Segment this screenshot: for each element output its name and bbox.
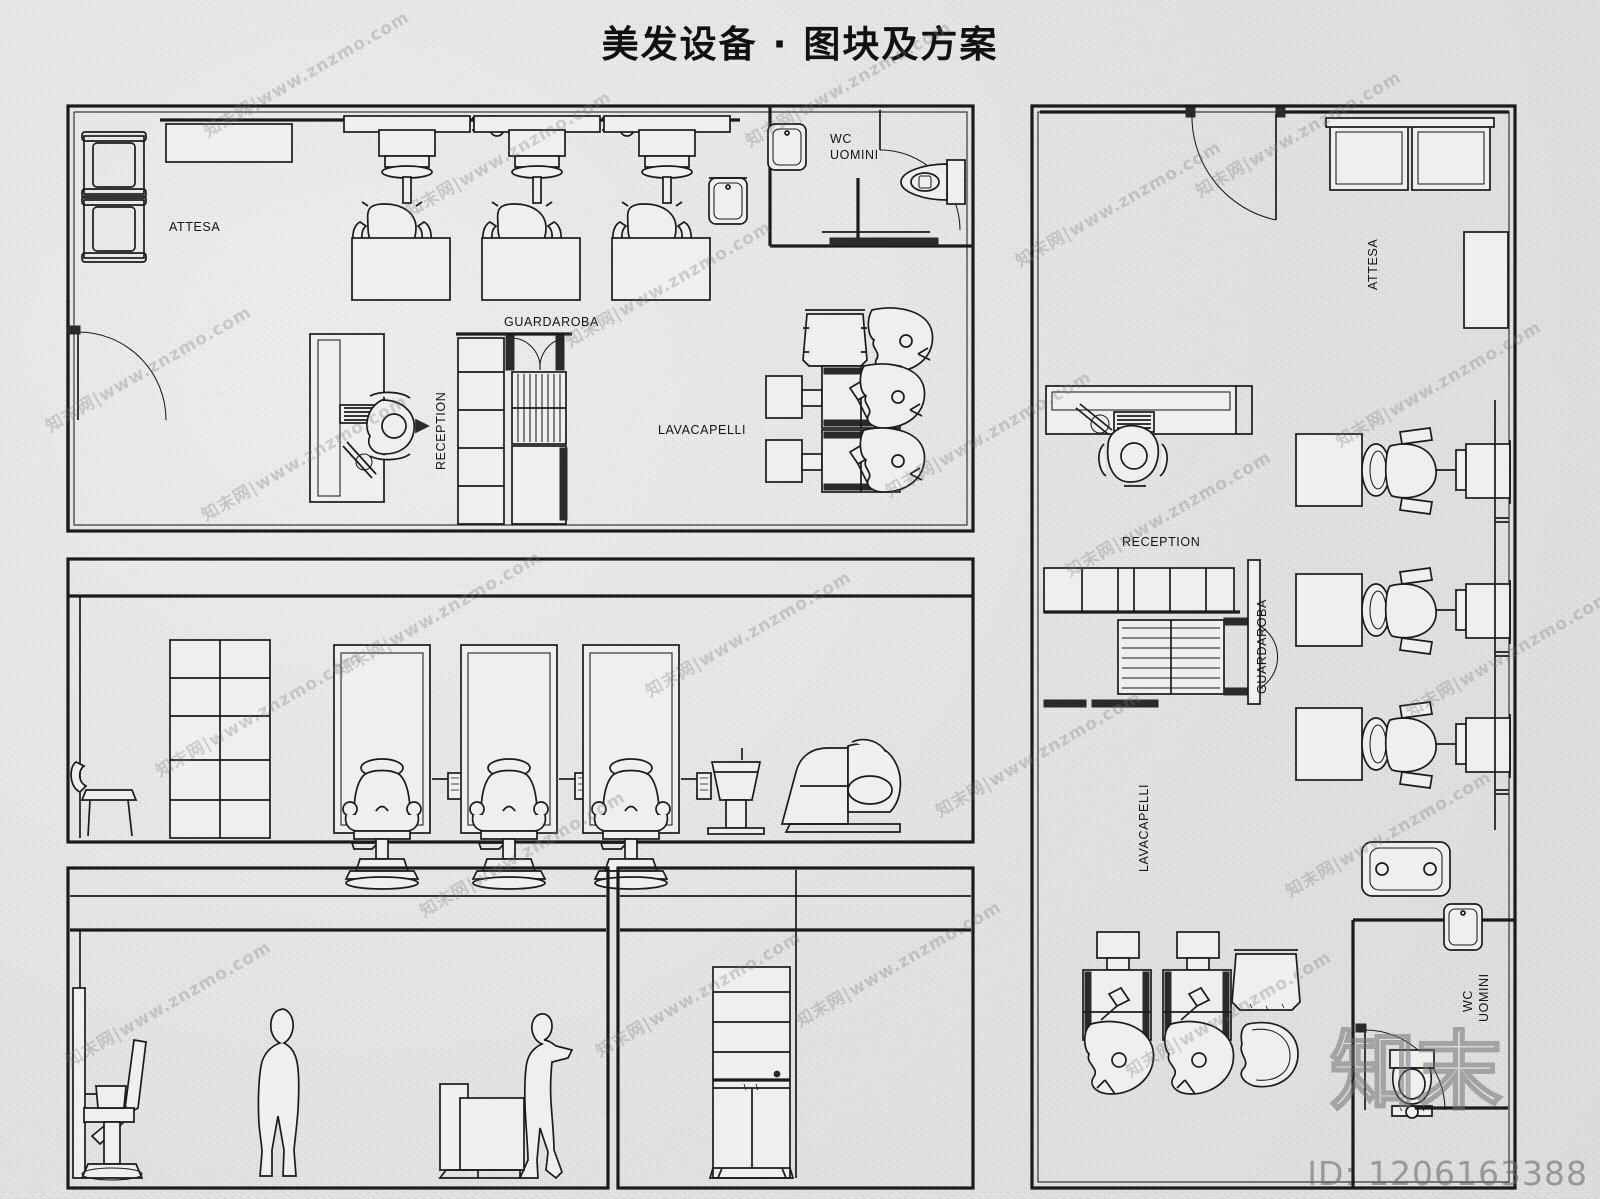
label-lavacapelli-right: LAVACAPELLI [1137,784,1151,872]
elevation-shelf-unit [169,639,271,839]
elevation-console-desk [438,1083,525,1179]
wc-room-right: WC UOMINI [1351,841,1515,1188]
shampoo-group-left [765,307,934,493]
reception-desk-left: RECEPTION [309,333,448,503]
page-title: 美发设备 · 图块及方案 [601,23,999,66]
shampoo-group-right [1082,931,1301,1095]
panel-salon-elevation-people [66,866,610,1190]
panel-salon-floor-plan-right: ATTESA RECEPTION [1030,104,1517,1190]
panel-salon-elevation-cabinet [616,866,975,1190]
label-uomini-right: UOMINI [1477,973,1491,1022]
label-guardaroba-left: GUARDAROBA [504,315,599,329]
elevation-stool [70,761,138,837]
drawing-title-bar: 美发设备 · 图块及方案 [0,14,1600,68]
human-figure-walking [518,1013,574,1180]
styling-station-group-left [343,115,731,301]
label-attesa-right: ATTESA [1366,239,1380,290]
label-reception-right: RECEPTION [1122,535,1200,549]
waiting-sofa-group [81,131,147,263]
elevation-tall-cabinet [708,966,795,1179]
panel-salon-elevation-mirror-wall [66,557,975,890]
human-figure-standing [257,1008,300,1177]
wc-room-left: WC UOMINI [822,110,966,246]
label-wc-left: WC [830,132,852,146]
label-reception-left: RECEPTION [434,392,448,470]
elevation-barber-chair [80,1039,147,1181]
elevation-shampoo-chair [780,738,902,833]
label-attesa-left: ATTESA [169,220,220,234]
elevation-pedestal-basin [707,748,765,835]
cloakroom-right: GUARDAROBA [1043,559,1279,708]
elevation-mirror-station-group [333,644,712,890]
label-wc-right: WC [1461,990,1475,1012]
reception-desk-right: RECEPTION [1045,385,1253,549]
panel-salon-floor-plan-left: ATTESA [66,104,975,533]
styling-station-group-right [1295,400,1511,830]
waiting-seating-right [1325,117,1495,191]
label-uomini-left: UOMINI [830,148,879,162]
label-guardaroba-right: GUARDAROBA [1255,599,1269,694]
label-lavacapelli-left: LAVACAPELLI [658,423,746,437]
cloakroom-left: GUARDAROBA [456,315,599,525]
entry-door-right [1040,107,1509,221]
